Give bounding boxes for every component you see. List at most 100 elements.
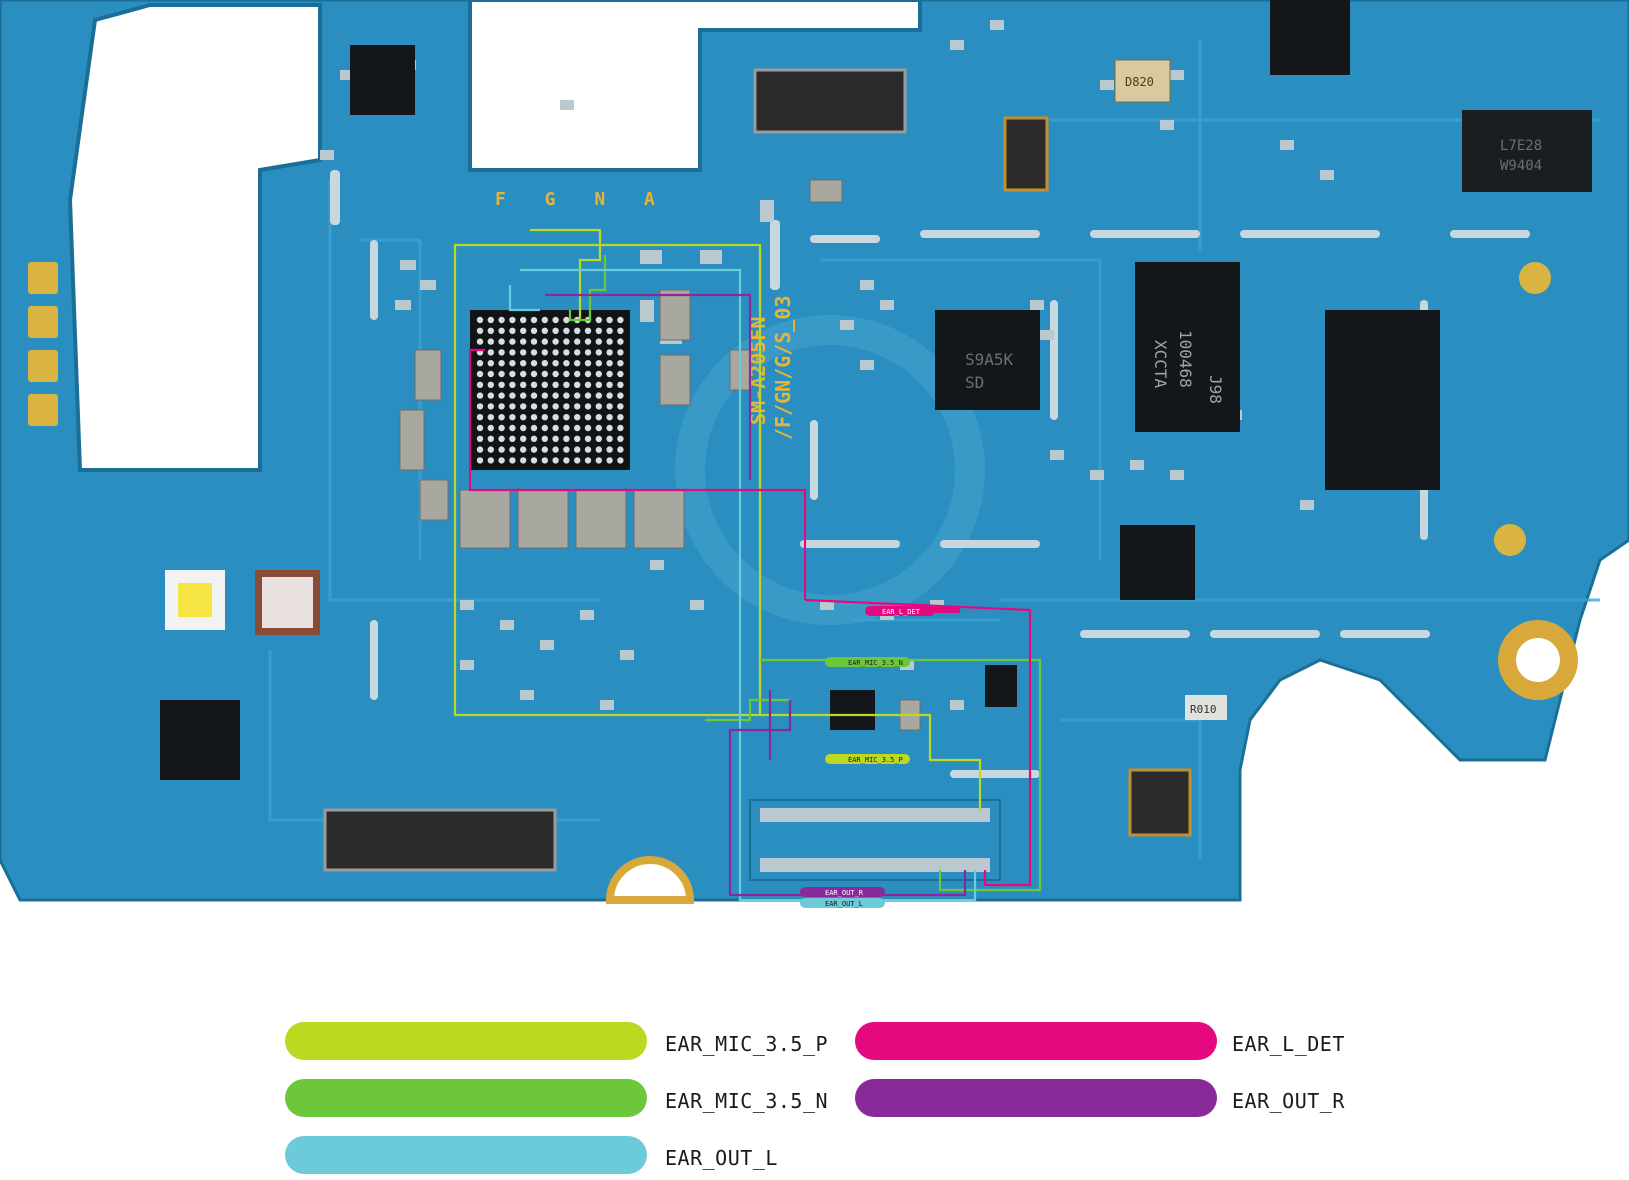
bga-ball (595, 446, 602, 453)
bga-ball (606, 316, 613, 324)
bga-ball (509, 349, 516, 356)
shield-rails (330, 170, 1530, 778)
legend-label-ear-mic-n: EAR_MIC_3.5_N (665, 1089, 829, 1113)
bga-ball (509, 381, 516, 388)
bga-ball (574, 435, 581, 442)
bga-ball (617, 403, 624, 410)
bga-ball (530, 349, 538, 356)
bga-ball (530, 457, 538, 464)
bga-ball (498, 424, 505, 432)
bga-ball (509, 360, 516, 367)
bga-ball (552, 327, 559, 334)
bga-ball (498, 327, 505, 334)
bga-ball (520, 446, 527, 453)
legend-swatch-ear-l-det (855, 1022, 1217, 1060)
bga-ball (606, 370, 613, 378)
chip-top-middle (1270, 0, 1350, 75)
bga-ball (498, 403, 505, 410)
bga-ball (563, 414, 570, 421)
svg-text:J98: J98 (1206, 375, 1225, 404)
bga-ball (476, 316, 484, 324)
bga-ball (595, 338, 602, 345)
bga-ball (617, 349, 624, 356)
bga-ball (498, 446, 505, 453)
connector-bottom-right (1128, 768, 1192, 837)
chip-audio-codec (830, 665, 1017, 730)
bga-ball (520, 316, 527, 324)
svg-text:EAR_OUT_R: EAR_OUT_R (825, 889, 864, 897)
bga-ball (584, 403, 592, 410)
legend-label-ear-out-r: EAR_OUT_R (1232, 1089, 1345, 1113)
bga-ball (574, 392, 581, 399)
bga-ball (617, 370, 624, 378)
bga-ball (509, 424, 516, 432)
bga-ball (574, 446, 581, 453)
bga-ball (595, 392, 602, 399)
bga-ball (606, 457, 613, 464)
legend-swatch-ear-out-l (285, 1136, 647, 1174)
bga-ball (584, 338, 592, 345)
bga-ball (606, 435, 613, 442)
chip-top-left (350, 45, 415, 115)
qr-code (255, 570, 320, 635)
bga-ball (476, 457, 484, 464)
bga-ball (584, 424, 592, 432)
bga-ball (606, 424, 613, 432)
bga-ball (509, 392, 516, 399)
bga-ball (530, 392, 538, 399)
svg-text:XCCTA: XCCTA (1151, 340, 1170, 389)
bga-ball (487, 435, 494, 442)
bga-ball (563, 327, 570, 334)
bga-ball (476, 414, 484, 421)
bga-ball (617, 414, 624, 421)
bga-ball (552, 381, 559, 388)
bga-ball (509, 414, 516, 421)
bga-ball (617, 327, 624, 334)
bga-ball (552, 370, 559, 378)
connector-top (753, 68, 907, 134)
bga-ball (606, 414, 613, 421)
bga-ball (487, 338, 494, 345)
bga-ball (520, 392, 527, 399)
bga-ball (617, 316, 624, 324)
connector-small-top (1003, 116, 1049, 192)
bga-ball (530, 338, 538, 345)
bga-ball (487, 424, 494, 432)
bga-ball (487, 392, 494, 399)
bga-ball (530, 327, 538, 334)
chip-l7e28: L7E28 W9404 (1462, 110, 1592, 192)
bga-ball (541, 435, 548, 442)
connector-bottom-left (323, 808, 557, 872)
bga-ball (595, 457, 602, 464)
bga-ball (552, 446, 559, 453)
bga-ball (563, 457, 570, 464)
svg-text:D820: D820 (1125, 75, 1154, 89)
bga-ball (541, 424, 548, 432)
bga-ball (617, 392, 624, 399)
bga-ball (563, 349, 570, 356)
bga-balls (476, 316, 624, 464)
bga-ball (509, 435, 516, 442)
bga-ball (552, 360, 559, 367)
bga-ball (606, 381, 613, 388)
bga-ball (552, 435, 559, 442)
bga-ball (498, 360, 505, 367)
net-trace-ear-mic-n (568, 255, 607, 322)
bga-ball (606, 349, 613, 356)
bga-ball (487, 403, 494, 410)
bga-ball (541, 349, 548, 356)
rf-connectors (1494, 262, 1551, 556)
bga-ball (552, 424, 559, 432)
bga-ball (541, 327, 548, 334)
bga-ball (498, 414, 505, 421)
svg-text:100468: 100468 (1176, 330, 1195, 388)
chip-s9a5k: S9A5K SD (935, 310, 1040, 410)
bga-ball (606, 327, 613, 334)
bga-ball (617, 446, 624, 453)
bga-ball (530, 446, 538, 453)
bga-ball (476, 446, 484, 453)
bga-ball (595, 381, 602, 388)
bga-ball (584, 327, 592, 334)
bga-ball (498, 316, 505, 324)
bga-ball (509, 457, 516, 464)
